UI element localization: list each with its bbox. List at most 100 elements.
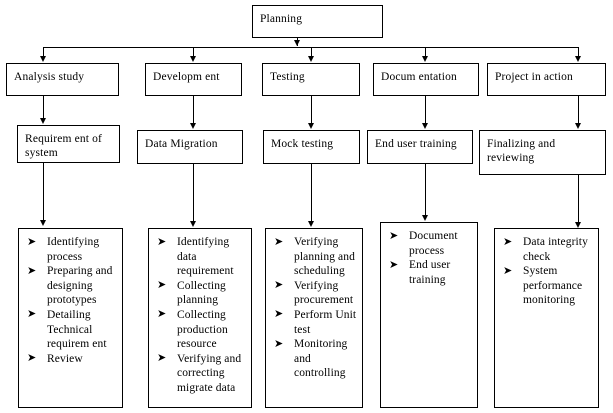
list-item[interactable]: ➤ Verifying and correcting migrate data [153, 352, 248, 396]
connector-r3r4-arrow-4 [422, 215, 428, 221]
connector-phase-bus [43, 47, 578, 48]
list-item[interactable]: ➤ Identifying data requirement [153, 235, 248, 279]
list-item[interactable]: ➤ Verifying procurement [270, 279, 359, 308]
bullet-arrow-icon: ➤ [389, 229, 399, 242]
list-item-label: Preparing and designing prototypes [47, 265, 113, 307]
bullet-arrow-icon: ➤ [274, 308, 284, 321]
node-requirement-of-system[interactable]: Requirem ent of system [17, 125, 120, 163]
connector-bus-arrow-2 [190, 56, 196, 62]
node-documentation[interactable]: Docum entation [373, 63, 479, 96]
tasklist-documentation-tasks[interactable]: ➤ Document process ➤ End user training [380, 222, 478, 408]
connector-bus-arrow-4 [422, 56, 428, 62]
connector-r2r3-arrow-3 [308, 123, 314, 129]
node-planning[interactable]: Planning [252, 5, 383, 38]
connector-r3r4-4 [425, 164, 426, 219]
list-item-label: Collecting planning [177, 279, 226, 307]
node-analysis-study-label: Analysis study [14, 71, 85, 83]
bullet-arrow-icon: ➤ [157, 235, 167, 248]
tasklist-analysis-tasks[interactable]: ➤ Identifying process ➤ Preparing and de… [18, 228, 123, 408]
bullet-arrow-icon: ➤ [274, 337, 284, 350]
connector-r2r3-2 [193, 96, 194, 125]
bullet-arrow-icon: ➤ [157, 279, 167, 292]
node-development-label: Developm ent [153, 71, 220, 83]
node-testing-label: Testing [270, 71, 305, 83]
tasklist-development-tasks[interactable]: ➤ Identifying data requirement ➤ Collect… [148, 228, 252, 408]
node-requirement-of-system-label: Requirem ent of system [25, 133, 102, 159]
connector-bus-drop-1 [43, 47, 44, 59]
connector-r2r3-arrow-1 [40, 118, 46, 124]
bullet-arrow-icon: ➤ [274, 235, 284, 248]
list-item-label: Collecting production resource [177, 308, 228, 351]
connector-r3r4-arrow-2 [190, 221, 196, 227]
list-item-label: Verifying and correcting migrate data [177, 352, 242, 394]
list-item-label: Verifying planning and scheduling [294, 236, 355, 278]
bullet-arrow-icon: ➤ [389, 258, 399, 271]
tasklist-project-in-action-tasks[interactable]: ➤ Data integrity check ➤ System performa… [494, 228, 599, 408]
connector-bus-arrow-1 [40, 56, 46, 62]
list-item[interactable]: ➤ System performance monitoring [499, 264, 595, 308]
list-item[interactable]: ➤ Perform Unit test [270, 308, 359, 337]
node-project-in-action-label: Project in action [495, 71, 573, 83]
list-item[interactable]: ➤ Detailing Technical requirem ent [23, 308, 119, 352]
list-item[interactable]: ➤ Review [23, 352, 119, 367]
connector-r2r3-arrow-4 [422, 123, 428, 129]
list-item-label: System performance monitoring [523, 265, 583, 307]
connector-r3r4-arrow-1 [40, 220, 46, 226]
node-mock-testing[interactable]: Mock testing [263, 130, 360, 164]
list-item[interactable]: ➤ Collecting production resource [153, 308, 248, 352]
list-item-label: Identifying process [47, 236, 100, 263]
bullet-arrow-icon: ➤ [27, 308, 37, 321]
node-end-user-training[interactable]: End user training [367, 130, 473, 164]
tasklist-analysis-tasks-items: ➤ Identifying process ➤ Preparing and de… [23, 235, 119, 366]
connector-bus-arrow-3 [308, 56, 314, 62]
node-testing[interactable]: Testing [262, 63, 360, 96]
bullet-arrow-icon: ➤ [503, 264, 513, 277]
list-item-label: Review [47, 352, 83, 365]
list-item-label: Document process [409, 230, 458, 257]
connector-bus-arrow-5 [575, 56, 581, 62]
tasklist-documentation-tasks-items: ➤ Document process ➤ End user training [385, 229, 474, 287]
connector-r2r3-3 [311, 96, 312, 125]
list-item[interactable]: ➤ Data integrity check [499, 235, 595, 264]
connector-bus-drop-3 [311, 47, 312, 59]
connector-r3r4-3 [311, 164, 312, 224]
connector-r3r4-2 [193, 164, 194, 224]
list-item-label: End user training [409, 259, 451, 286]
list-item[interactable]: ➤ Monitoring and controlling [270, 337, 359, 381]
connector-bus-drop-4 [425, 47, 426, 59]
bullet-arrow-icon: ➤ [157, 308, 167, 321]
bullet-arrow-icon: ➤ [27, 352, 37, 365]
node-project-in-action[interactable]: Project in action [487, 63, 606, 96]
node-end-user-training-label: End user training [375, 138, 457, 150]
list-item[interactable]: ➤ Document process [385, 229, 474, 258]
list-item[interactable]: ➤ Identifying process [23, 235, 119, 264]
connector-r2r3-1 [43, 96, 44, 120]
connector-bus-drop-2 [193, 47, 194, 59]
connector-r2r3-4 [425, 96, 426, 125]
node-finalizing-and-reviewing[interactable]: Finalizing and reviewing [479, 130, 606, 175]
bullet-arrow-icon: ➤ [157, 352, 167, 365]
node-mock-testing-label: Mock testing [271, 138, 334, 150]
node-analysis-study[interactable]: Analysis study [6, 63, 119, 96]
tasklist-project-in-action-tasks-items: ➤ Data integrity check ➤ System performa… [499, 235, 595, 308]
list-item-label: Identifying data requirement [177, 236, 234, 278]
connector-r3r4-arrow-5 [575, 222, 581, 228]
node-development[interactable]: Developm ent [145, 63, 242, 96]
bullet-arrow-icon: ➤ [27, 264, 37, 277]
list-item-label: Monitoring and controlling [294, 338, 348, 380]
list-item[interactable]: ➤ Preparing and designing prototypes [23, 264, 119, 308]
list-item[interactable]: ➤ Collecting planning [153, 279, 248, 308]
tasklist-development-tasks-items: ➤ Identifying data requirement ➤ Collect… [153, 235, 248, 396]
list-item-label: Perform Unit test [294, 308, 357, 336]
list-item[interactable]: ➤ Verifying planning and scheduling [270, 235, 359, 279]
connector-r3r4-5 [578, 175, 579, 225]
tasklist-testing-tasks[interactable]: ➤ Verifying planning and scheduling ➤ Ve… [265, 228, 363, 408]
bullet-arrow-icon: ➤ [27, 235, 37, 248]
node-data-migration[interactable]: Data Migration [137, 130, 243, 164]
node-documentation-label: Docum entation [381, 71, 457, 83]
list-item[interactable]: ➤ End user training [385, 258, 474, 287]
node-data-migration-label: Data Migration [145, 138, 218, 150]
bullet-arrow-icon: ➤ [503, 235, 513, 248]
connector-r2r3-5 [578, 96, 579, 125]
node-planning-label: Planning [260, 13, 303, 25]
